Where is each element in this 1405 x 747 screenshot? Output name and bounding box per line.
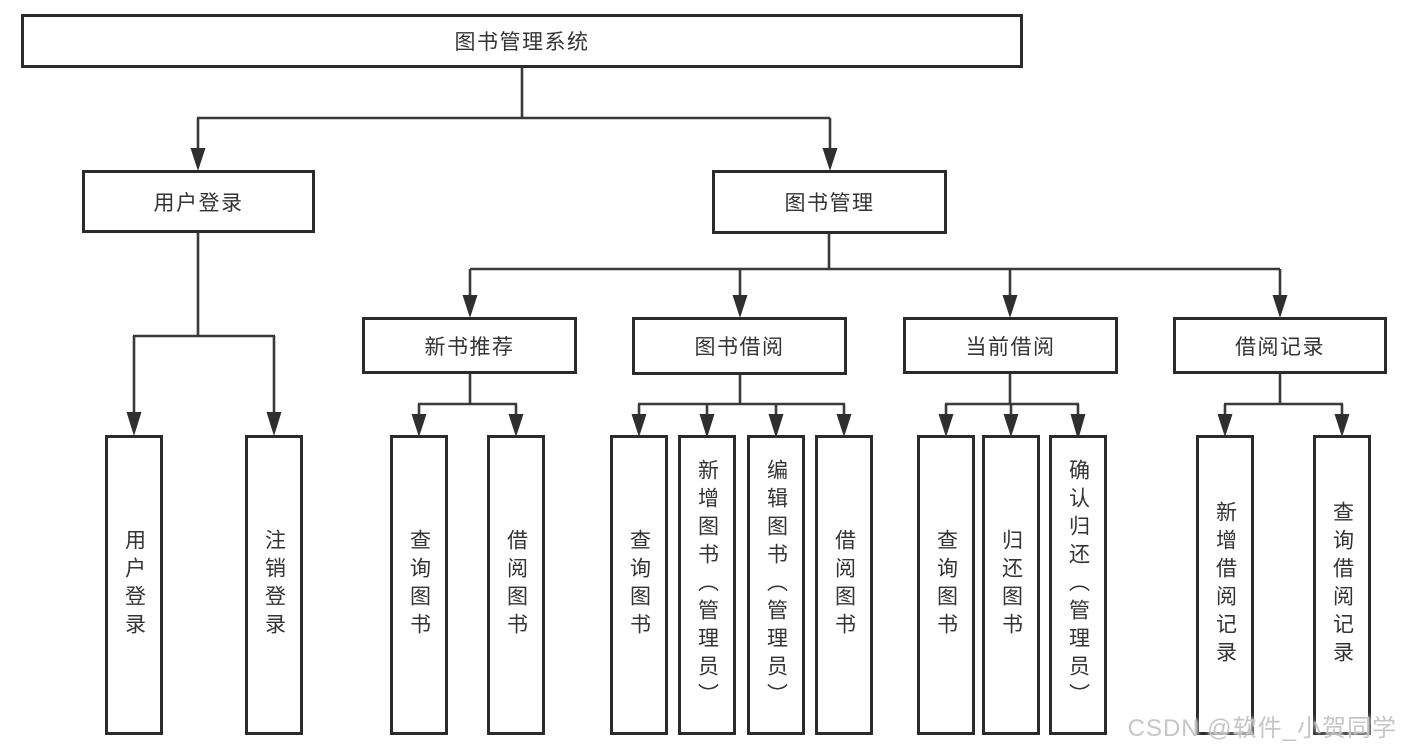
leaf-edit-book-admin: 编辑图书（管理员） xyxy=(747,435,805,735)
leaf-confirm-return-admin: 确认归还（管理员） xyxy=(1049,435,1107,735)
node-label: 确认归还（管理员） xyxy=(1066,459,1090,711)
node-label: 查询图书 xyxy=(627,529,651,641)
node-label: 当前借阅 xyxy=(965,335,1056,359)
arrowheads-group xyxy=(126,148,1350,440)
node-label: 查询借阅记录 xyxy=(1330,501,1354,669)
csdn-watermark: CSDN @软件_小贺同学 xyxy=(1127,715,1397,742)
leaf-return-books: 归还图书 xyxy=(982,435,1040,735)
leaf-query-books-current: 查询图书 xyxy=(917,435,975,735)
node-label: 归还图书 xyxy=(999,529,1023,641)
node-book-management: 图书管理 xyxy=(712,170,947,234)
node-label: 借阅图书 xyxy=(504,529,528,641)
node-label: 用户登录 xyxy=(153,191,244,215)
node-user-login: 用户登录 xyxy=(82,170,315,233)
leaf-user-login: 用户登录 xyxy=(105,435,163,735)
node-label: 图书管理系统 xyxy=(454,31,590,54)
leaf-add-book-admin: 新增图书（管理员） xyxy=(678,435,736,735)
node-label: 查询图书 xyxy=(407,529,431,641)
node-label: 新书推荐 xyxy=(424,335,515,359)
node-label: 借阅图书 xyxy=(832,529,856,641)
node-label: 注销登录 xyxy=(262,529,286,641)
node-label: 新增借阅记录 xyxy=(1213,501,1237,669)
node-library-system: 图书管理系统 xyxy=(21,14,1023,68)
node-current-borrow: 当前借阅 xyxy=(903,317,1118,374)
node-label: 图书管理 xyxy=(784,192,875,215)
node-new-book-recommend: 新书推荐 xyxy=(362,317,577,374)
leaf-query-books-borrow: 查询图书 xyxy=(610,435,668,735)
leaf-add-borrow-record: 新增借阅记录 xyxy=(1196,435,1254,735)
node-label: 编辑图书（管理员） xyxy=(764,459,788,711)
node-label: 用户登录 xyxy=(122,529,146,641)
leaf-logout: 注销登录 xyxy=(245,435,303,735)
leaf-query-books-recommend: 查询图书 xyxy=(390,435,448,735)
leaf-borrow-books: 借阅图书 xyxy=(815,435,873,735)
node-borrow-records: 借阅记录 xyxy=(1173,317,1387,374)
leaf-borrow-books-recommend: 借阅图书 xyxy=(487,435,545,735)
node-label: 查询图书 xyxy=(934,529,958,641)
node-label: 图书借阅 xyxy=(694,336,785,359)
leaf-query-borrow-record: 查询借阅记录 xyxy=(1313,435,1371,735)
node-book-borrow: 图书借阅 xyxy=(632,317,847,375)
node-label: 新增图书（管理员） xyxy=(695,459,719,711)
node-label: 借阅记录 xyxy=(1235,335,1325,359)
